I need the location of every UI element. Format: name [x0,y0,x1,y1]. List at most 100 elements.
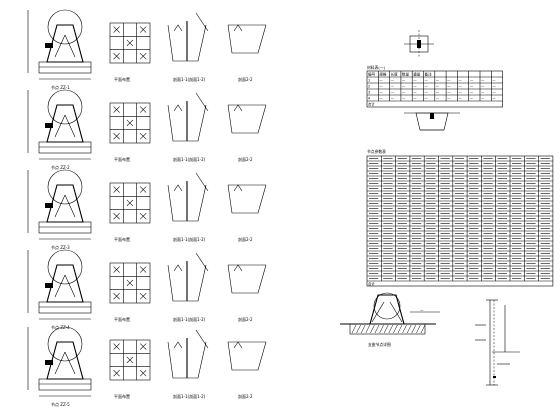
table1-cell: — [402,91,406,95]
table1-cell: — [481,97,485,101]
section-b-outline [227,264,267,294]
elevation-label: 节点 ZZ-5 [51,401,70,407]
table1-header: 长度 [391,72,399,77]
section-a-label: 剖面1-1(剖面1-2) [173,393,206,399]
table1-cell: — [458,97,462,101]
section-a-outline [167,104,207,142]
table1-cell: — [425,79,429,83]
elevation-circle [47,89,83,125]
section-b-label: 剖面2-2 [238,76,253,82]
table1-cell: — [391,97,395,101]
section-a-outline [167,341,207,379]
table1-cell: — [447,91,451,95]
detail-row: 节点 ZZ-1 平面布置 剖面1-1(剖面1-2) 剖面2-2 [27,9,267,90]
plan-label: 平面布置 [114,393,130,399]
table1-cell: — [425,85,429,89]
plan-grid [109,262,151,304]
elevation-circle [47,9,83,45]
section-b-outline [227,184,267,214]
table1-cell: — [458,91,462,95]
table1-cell: — [470,85,474,89]
table1-header: 重量 [413,72,421,77]
table1-cell: — [379,79,383,83]
elevation-label: 节点 ZZ-2 [51,164,70,170]
elevation-label: 节点 ZZ-4 [51,324,70,330]
table1-cell: — [413,97,417,101]
section-a-outline [167,24,207,62]
table1-header: 备注 [425,72,433,77]
table1-cell: — [447,97,451,101]
section-a-label: 剖面1-1(剖面1-2) [173,156,206,162]
table1-cell: — [458,79,462,83]
section-b-outline [227,24,267,54]
table1-cell: — [447,79,451,83]
table1-cell: — [425,97,429,101]
material-table-1: 材料表(一) 编号规格长度数量重量备注1———————————2————————… [366,65,503,108]
foundation-detail: — 支座节点详图 [340,292,440,347]
table1-cell: — [481,85,485,89]
table1-cell: — [391,85,395,89]
elevation-circle [47,169,83,205]
table1-cell: 2 [368,85,370,89]
elevation-circle [47,326,83,362]
section-a-outline [167,184,207,222]
plan-label: 平面布置 [114,76,130,82]
detail-row: 节点 ZZ-4平面布置剖面1-1(剖面1-2)剖面2-2 [27,249,267,330]
table1-cell: — [425,91,429,95]
section-b-outline [227,104,267,134]
table2-title: 节点参数表 [367,149,386,154]
trapezoid-detail [404,112,460,131]
table1-cell: — [379,91,383,95]
table1-cell: — [413,91,417,95]
section-a-label: 剖面1-1(剖面1-2) [173,316,206,322]
table1-cell: — [492,85,496,89]
elevation-circle [47,249,83,285]
table1-cell: — [447,85,451,89]
table1-cell: — [492,79,496,83]
table1-cell: — [470,79,474,83]
parameter-table: 节点参数表 合计 [366,149,554,287]
detail-row: 节点 ZZ-2 平面布置 剖面1-1(剖面1-2) 剖面2-2 [27,89,267,170]
table1-header: 数量 [402,72,410,77]
elevation-label: 节点 ZZ-1 [51,84,70,90]
table1-cell: — [458,85,462,89]
table1-cell: — [481,79,485,83]
plan-grid [109,22,151,64]
section-a-label: 剖面1-1(剖面1-2) [173,76,206,82]
foundation-label: 支座节点详图 [368,342,391,347]
top-small-detail [404,30,434,58]
column-detail [475,299,520,386]
table1-cell: — [402,97,406,101]
plan-label: 平面布置 [114,156,130,162]
section-b-outline [227,341,267,371]
plan-grid [109,339,151,381]
table1-header: 规格 [379,72,387,77]
table1-cell: — [402,85,406,89]
section-b-label: 剖面2-2 [238,236,253,242]
elevation-label: 节点 ZZ-3 [51,244,70,250]
section-b-label: 剖面2-2 [238,316,253,322]
table1-cell: — [470,91,474,95]
table1-cell: 3 [368,91,370,95]
table1-cell: — [470,97,474,101]
table1-cell: — [402,79,406,83]
plan-grid [109,102,151,144]
table1-cell: — [436,97,440,101]
table2-total: 合计 [368,281,375,286]
table1-cell: — [379,85,383,89]
detail-row: 节点 ZZ-3 平面布置 剖面1-1(剖面1-2) 剖面2-2 [27,169,267,250]
table1-cell: — [379,97,383,101]
detail-rows: 节点 ZZ-1平面布置剖面1-1(剖面1-2)剖面2-2节点 ZZ-2平面布置剖… [27,9,267,407]
plan-grid [109,182,151,224]
section-a-outline [167,264,207,302]
table1-cell: — [481,91,485,95]
plan-label: 平面布置 [114,236,130,242]
section-a-label: 剖面1-1(剖面1-2) [173,236,206,242]
table1-cell: — [413,85,417,89]
foundation-note: — [420,308,424,312]
section-b-label: 剖面2-2 [238,156,253,162]
table1-cell: — [492,97,496,101]
table1-cell: — [391,91,395,95]
table1-cell: — [492,91,496,95]
